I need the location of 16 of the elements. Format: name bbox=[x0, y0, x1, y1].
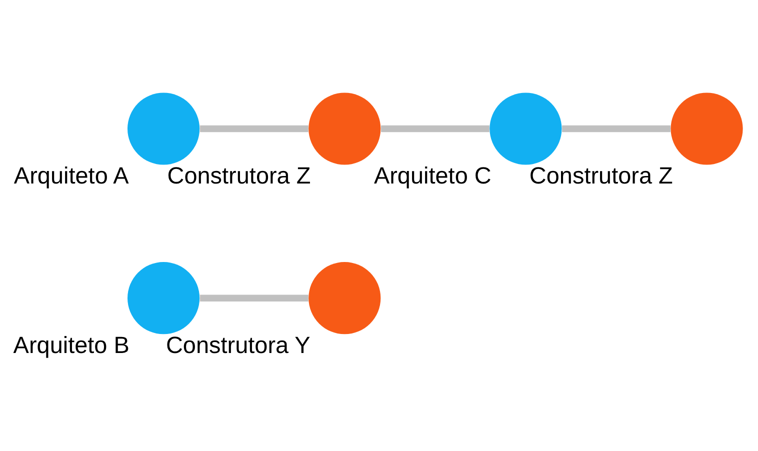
node-label: Arquiteto C bbox=[374, 162, 492, 188]
node-circle bbox=[128, 262, 200, 334]
node-label: Construtora Y bbox=[166, 331, 310, 358]
node-circle bbox=[670, 92, 743, 164]
node-label: Arquiteto A bbox=[14, 162, 129, 188]
node-circle bbox=[128, 92, 200, 164]
node-label: Arquiteto B bbox=[13, 331, 130, 358]
connector bbox=[381, 124, 490, 132]
node-circle bbox=[308, 92, 381, 164]
node-circle bbox=[308, 262, 381, 334]
node-circle bbox=[490, 92, 562, 164]
connector bbox=[200, 294, 308, 301]
connector bbox=[562, 124, 670, 132]
node-label: Construtora Z bbox=[167, 162, 311, 188]
node-label: Construtora Z bbox=[529, 162, 673, 188]
connector bbox=[200, 124, 308, 132]
